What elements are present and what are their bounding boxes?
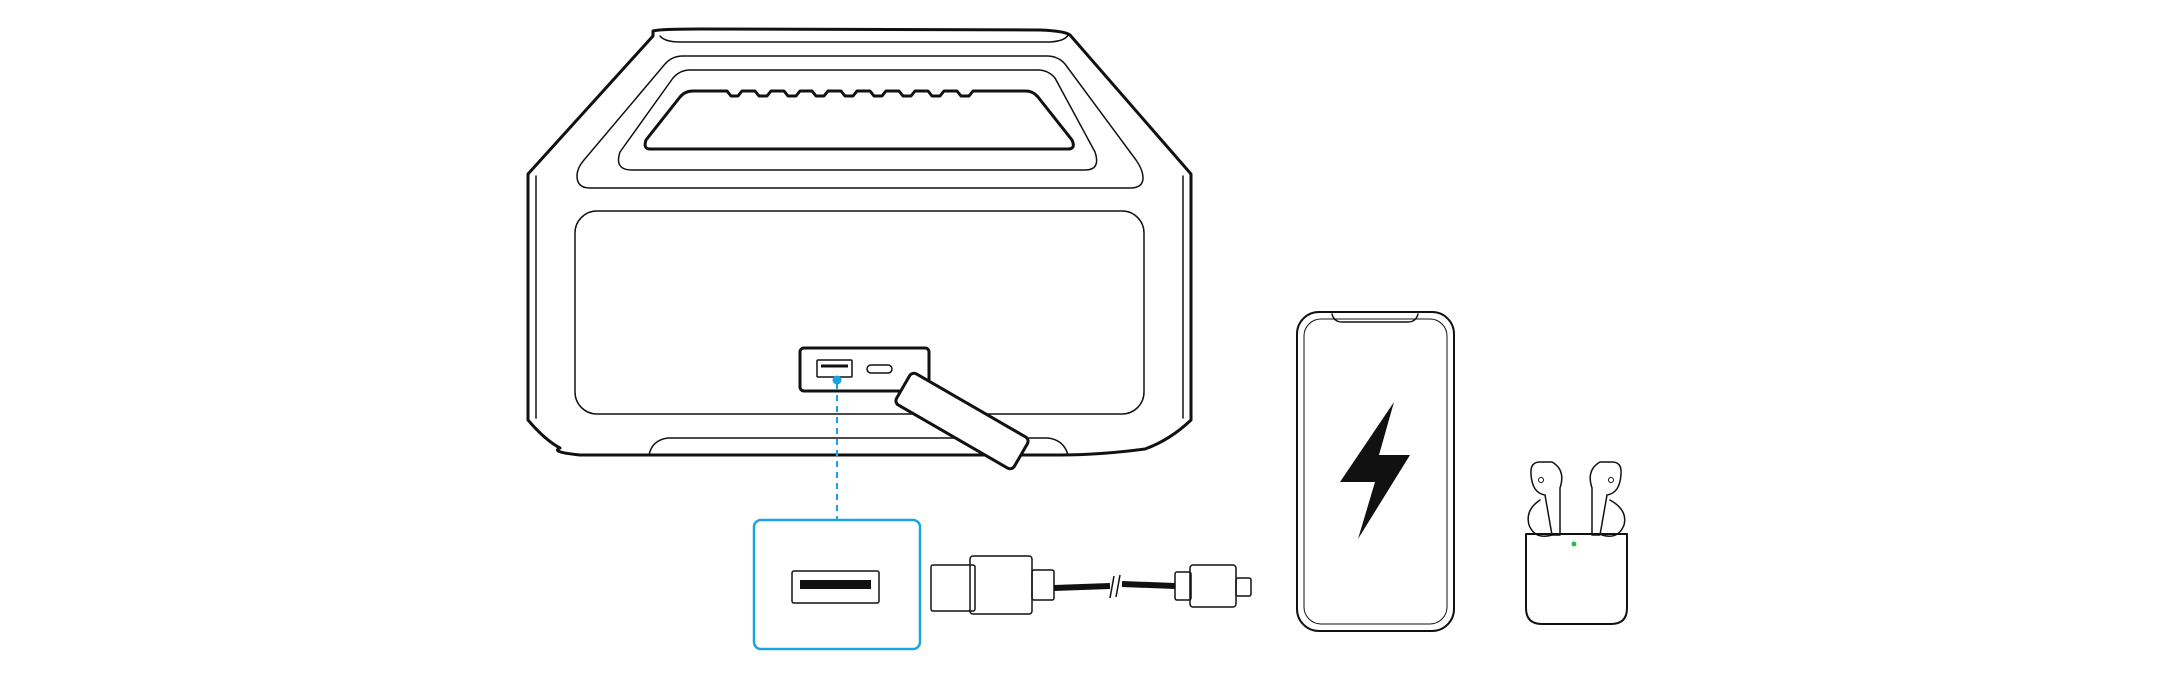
speaker	[526, 27, 1193, 471]
usb-c-port	[866, 364, 893, 374]
usb-port-detail	[752, 518, 922, 651]
phone	[1296, 311, 1455, 632]
front-panel	[574, 210, 1145, 415]
port-indicator-dot	[832, 375, 842, 385]
port-cover	[894, 371, 1030, 471]
bottom-rim	[648, 437, 1069, 456]
lightning-bolt-icon	[1340, 402, 1410, 539]
handle-inner	[617, 69, 1098, 171]
usb-a-port	[816, 359, 853, 378]
handle-outer	[576, 55, 1144, 189]
usb-cable	[930, 555, 1252, 615]
status-led	[1571, 541, 1577, 547]
phone-notch	[1331, 313, 1419, 323]
handle-grip	[643, 89, 1075, 151]
earbuds-case	[1525, 461, 1628, 625]
port-panel	[798, 346, 931, 393]
